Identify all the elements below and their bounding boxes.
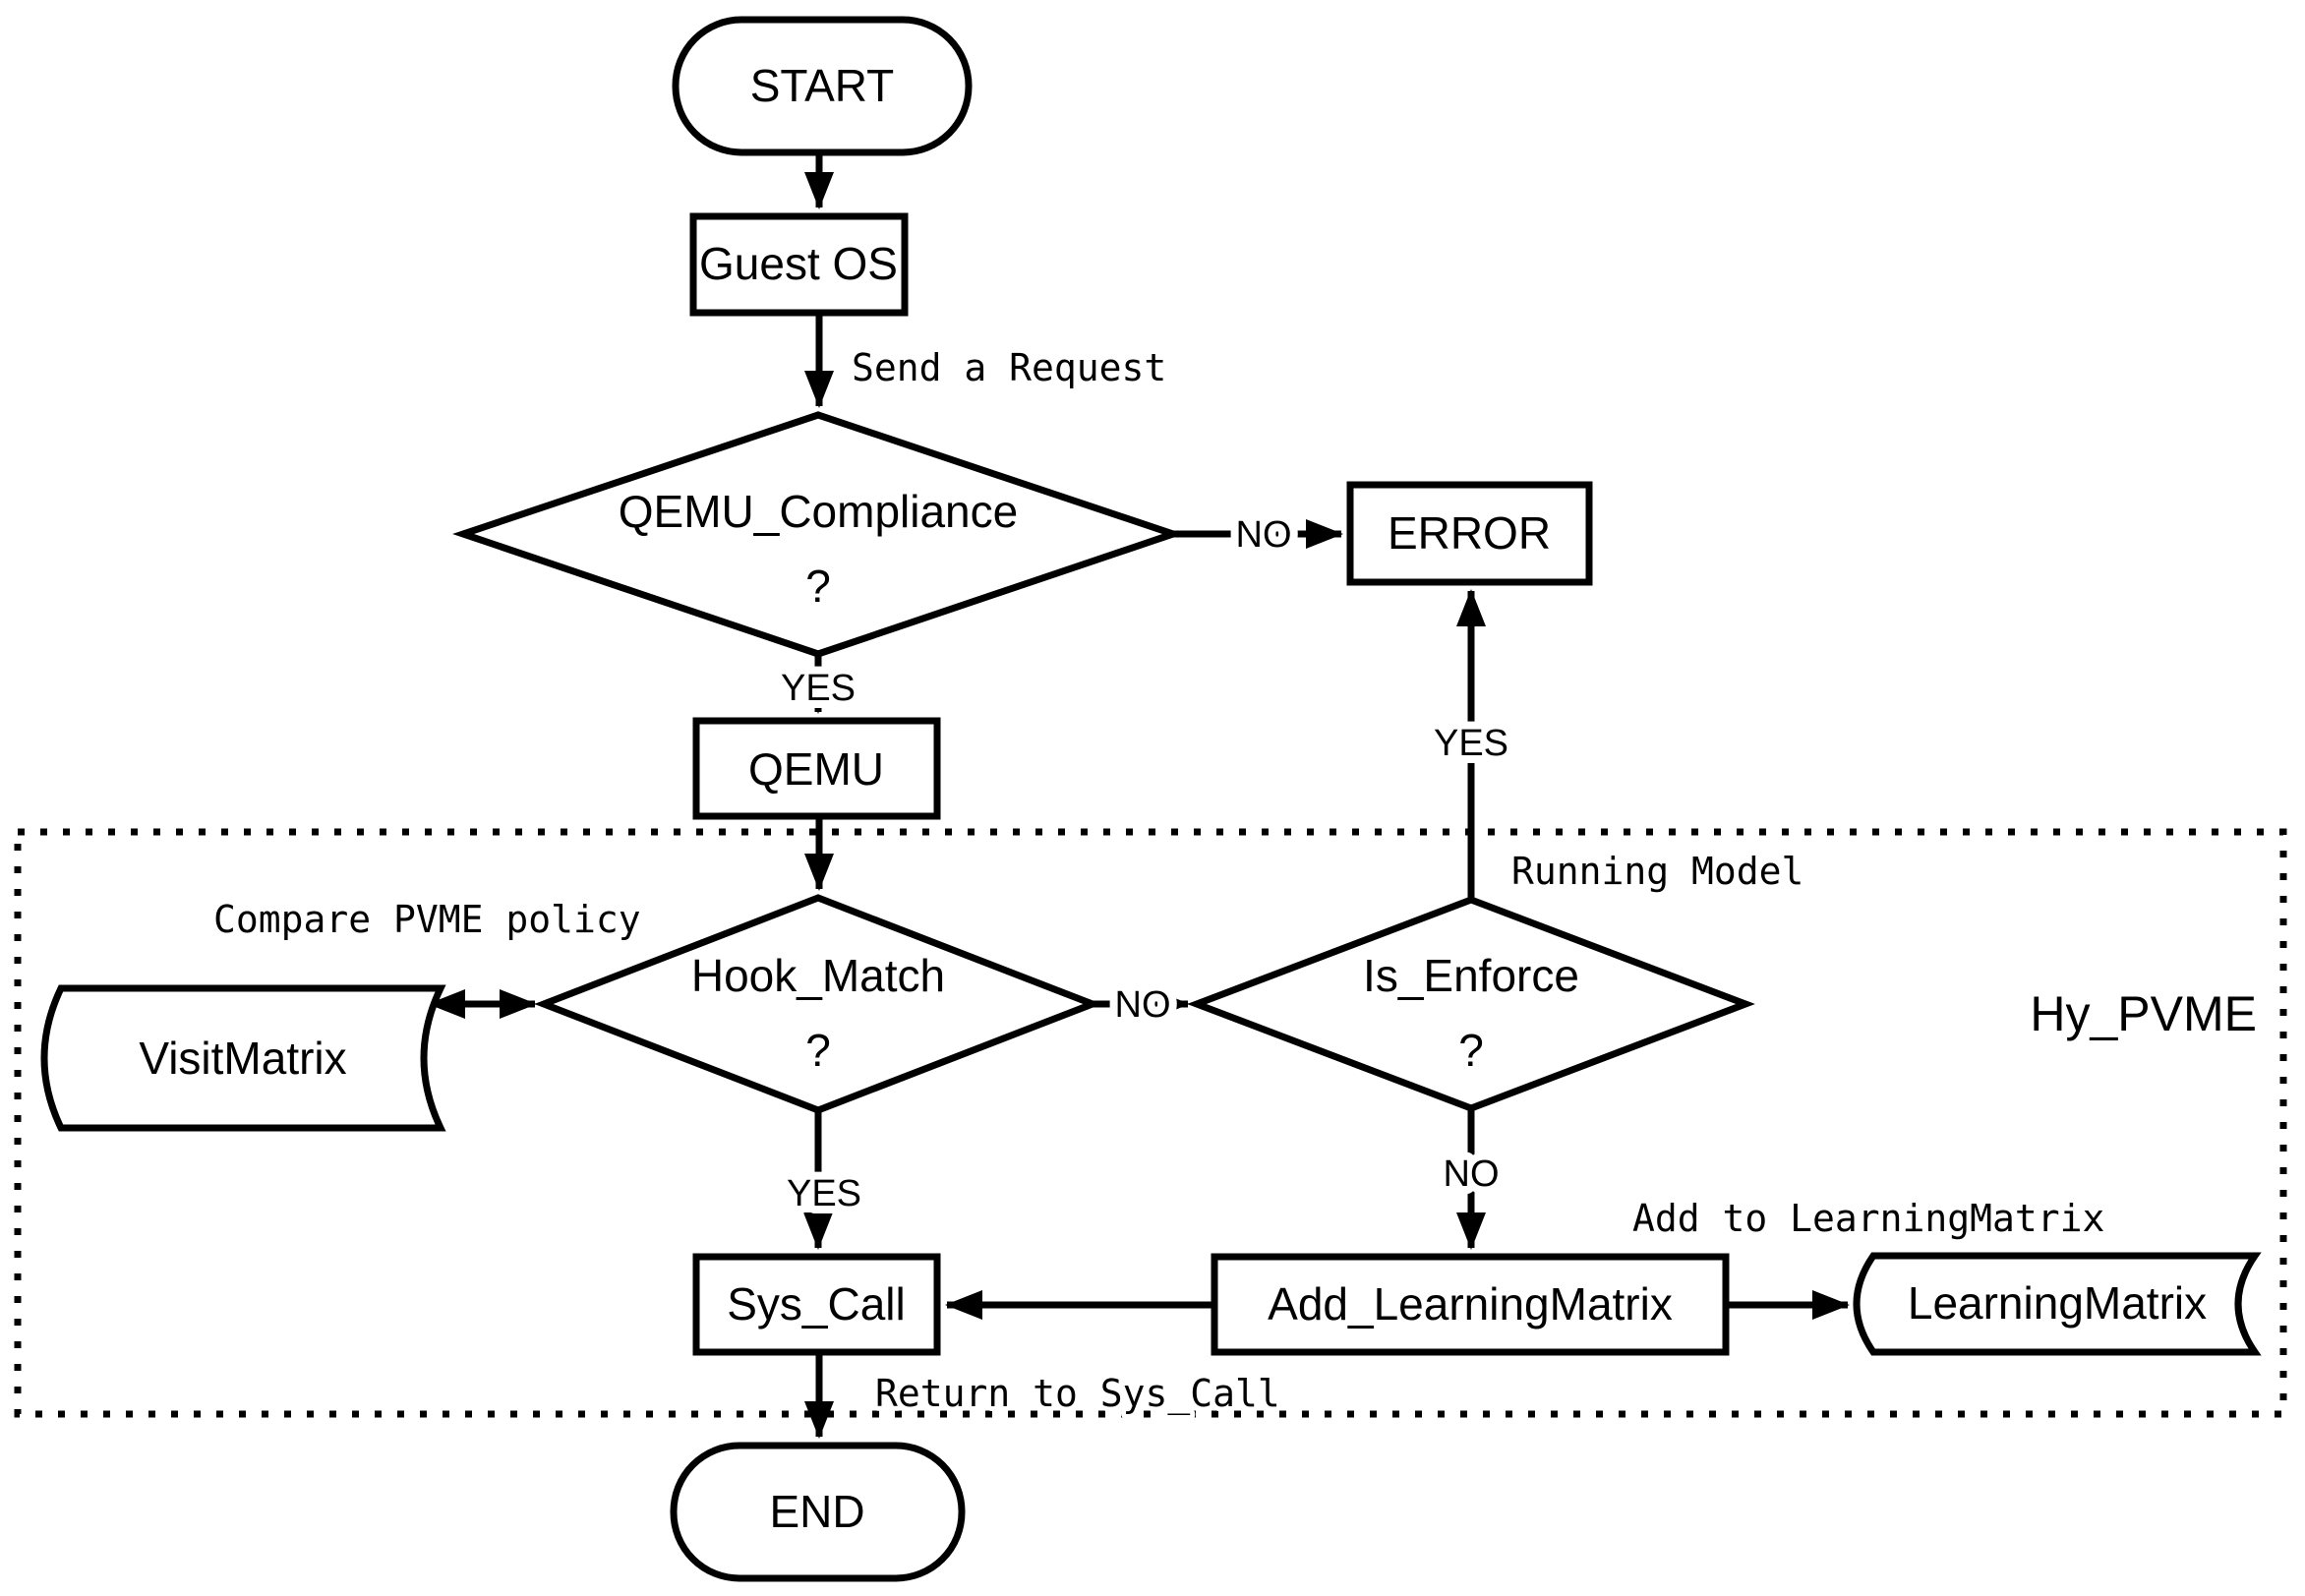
node-error: ERROR (1346, 481, 1593, 586)
yes-label-isenforce-error: YES (1434, 723, 1508, 764)
node-hook-match: Hook_Match ? (534, 894, 1102, 1114)
add-learning-matrix-label: Add_LearningMatrix (1268, 1278, 1673, 1330)
qemu-compliance-label: QEMU_Compliance (619, 486, 1018, 537)
is-enforce-question-mark: ? (1458, 1025, 1484, 1076)
learning-matrix-stored-data-shape (1853, 1252, 2262, 1356)
is-enforce-label: Is_Enforce (1363, 950, 1579, 1001)
error-process-shape (1346, 481, 1593, 586)
node-qemu: QEMU (692, 717, 941, 820)
hy-pvme-dotted-border (14, 828, 2287, 1418)
hook-match-decision-shape (534, 894, 1102, 1114)
qemu-compliance-decision-shape (452, 411, 1184, 658)
start-terminator-shape (672, 16, 973, 156)
node-is-enforce: Is_Enforce ? (1187, 896, 1755, 1112)
hy-pvme-region: Hy_PVME (14, 828, 2287, 1418)
node-qemu-compliance: QEMU_Compliance ? (452, 411, 1184, 658)
node-visit-matrix: VisitMatrix (40, 984, 446, 1132)
qemu-label: QEMU (748, 743, 884, 795)
sys-call-process-shape (692, 1253, 941, 1356)
guest-os-label: Guest OS (699, 238, 898, 289)
node-end: END (670, 1442, 966, 1582)
add-learning-matrix-process-shape (1211, 1253, 1730, 1356)
qemu-compliance-question-mark: ? (805, 561, 831, 612)
hook-match-label: Hook_Match (691, 950, 945, 1001)
learning-matrix-label: LearningMatrix (1908, 1277, 2207, 1329)
add-to-learningmatrix-label: Add to LearningMatrix (1632, 1197, 2104, 1240)
compare-pvme-policy-label: Compare PVME policy (213, 898, 641, 941)
edge-phrase-labels: Send a Request Compare PVME policy Runni… (208, 341, 2109, 1421)
hook-match-question-mark: ? (805, 1025, 831, 1076)
yes-label-qemucompliance-qemu: YES (781, 668, 856, 709)
return-to-syscall-label: Return to Sys_Call (875, 1372, 1280, 1416)
send-a-request-label: Send a Request (852, 346, 1166, 389)
sys-call-label: Sys_Call (727, 1278, 906, 1330)
error-label: ERROR (1388, 507, 1551, 559)
yes-label-hookmatch-syscall: YES (787, 1173, 861, 1214)
is-enforce-decision-shape (1187, 896, 1755, 1112)
branch-labels: NO YES YES NO YES NO (773, 506, 1516, 1222)
node-sys-call: Sys_Call (692, 1253, 941, 1356)
end-label: END (769, 1486, 864, 1537)
no-label-qemucompliance-error: NO (1236, 514, 1292, 556)
connectors (428, 152, 1850, 1439)
node-learning-matrix: LearningMatrix (1853, 1252, 2262, 1356)
visit-matrix-label: VisitMatrix (139, 1033, 346, 1084)
qemu-process-shape (692, 717, 941, 820)
running-model-label: Running Model (1511, 850, 1803, 893)
start-label: START (750, 60, 895, 111)
node-start: START (672, 16, 973, 156)
no-label-isenforce-addlearningmatrix: NO (1444, 1153, 1500, 1195)
node-guest-os: Guest OS (689, 212, 909, 317)
no-label-hookmatch-isenforce: NO (1115, 984, 1171, 1026)
guest-os-process-shape (689, 212, 909, 317)
node-add-learning-matrix: Add_LearningMatrix (1211, 1253, 1730, 1356)
end-terminator-shape (670, 1442, 966, 1582)
hy-pvme-region-label: Hy_PVME (2030, 986, 2257, 1041)
visit-matrix-stored-data-shape (40, 984, 446, 1132)
